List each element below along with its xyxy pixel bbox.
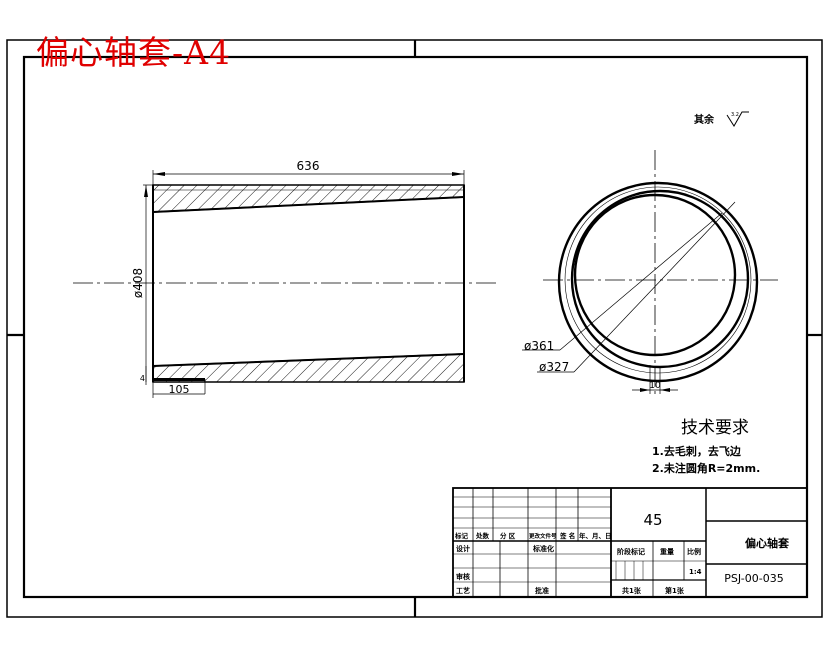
header-date: 年、月、日 bbox=[579, 531, 612, 540]
tech-req-item-1: 1.去毛刺，去飞边 bbox=[652, 444, 742, 458]
header-sign: 签 名 bbox=[559, 531, 575, 540]
end-view: ø361 ø327 10 bbox=[522, 150, 778, 395]
weight-label: 重量 bbox=[660, 547, 674, 556]
small-dim-thick bbox=[153, 378, 205, 381]
dia-361-text: ø361 bbox=[524, 339, 554, 353]
length-dim-text: 636 bbox=[297, 159, 320, 173]
bore-bottom-line bbox=[152, 353, 465, 367]
od-arrow-top bbox=[144, 185, 148, 197]
small-height-text: 4 bbox=[140, 374, 145, 383]
design-label: 设计 bbox=[456, 544, 470, 553]
title-block bbox=[452, 487, 808, 598]
approve-label: 批准 bbox=[535, 586, 549, 595]
outer-border bbox=[6, 39, 823, 618]
header-count: 处数 bbox=[475, 531, 490, 540]
header-change-doc: 更改文件号 bbox=[529, 532, 557, 540]
sheet-no: 第1张 bbox=[665, 586, 685, 595]
section-view: 636 ø408 105 4 bbox=[73, 159, 500, 398]
offset-dim-text: 10 bbox=[649, 381, 661, 391]
tech-req-item-2: 2.未注圆角R=2mm. bbox=[652, 461, 760, 475]
roughness-value: 3.2 bbox=[731, 112, 739, 118]
stage-mark-label: 阶段标记 bbox=[617, 547, 645, 556]
material-text: 45 bbox=[643, 511, 662, 529]
header-mark: 标记 bbox=[454, 531, 469, 540]
part-name: 偏心轴套 bbox=[745, 536, 790, 550]
offset-arrow-left bbox=[640, 388, 650, 392]
total-sheets: 共1张 bbox=[622, 586, 642, 595]
title-stamp: 偏心轴套-A4 bbox=[36, 33, 231, 72]
leader-361 bbox=[559, 212, 723, 351]
tech-req-heading: 技术要求 bbox=[681, 418, 749, 438]
thin-circle bbox=[564, 186, 752, 374]
roughness-label: 其余 bbox=[694, 113, 715, 126]
inner-border bbox=[22, 55, 809, 599]
drawing-number: PSJ-00-035 bbox=[724, 572, 783, 585]
audit-label: 审核 bbox=[456, 572, 470, 581]
small-width-text: 105 bbox=[169, 383, 190, 396]
dia-327-text: ø327 bbox=[539, 360, 569, 374]
scale-text: 1:4 bbox=[689, 568, 702, 576]
leader-327 bbox=[573, 201, 736, 373]
bore-top-line bbox=[152, 196, 465, 213]
length-arrow-right bbox=[452, 172, 464, 176]
standard-label: 标准化 bbox=[532, 544, 554, 553]
outer-circle bbox=[557, 181, 759, 383]
ratio-label: 比例 bbox=[687, 547, 701, 556]
header-zone: 分 区 bbox=[500, 531, 516, 540]
circle-361 bbox=[570, 189, 750, 369]
od-dim-text: ø408 bbox=[131, 268, 145, 298]
offset-arrow-right bbox=[660, 388, 670, 392]
process-label: 工艺 bbox=[456, 586, 470, 595]
hatched-wall-bottom bbox=[152, 353, 465, 383]
length-arrow-left bbox=[153, 172, 165, 176]
roughness-symbol bbox=[726, 111, 749, 127]
circle-327 bbox=[573, 193, 737, 357]
